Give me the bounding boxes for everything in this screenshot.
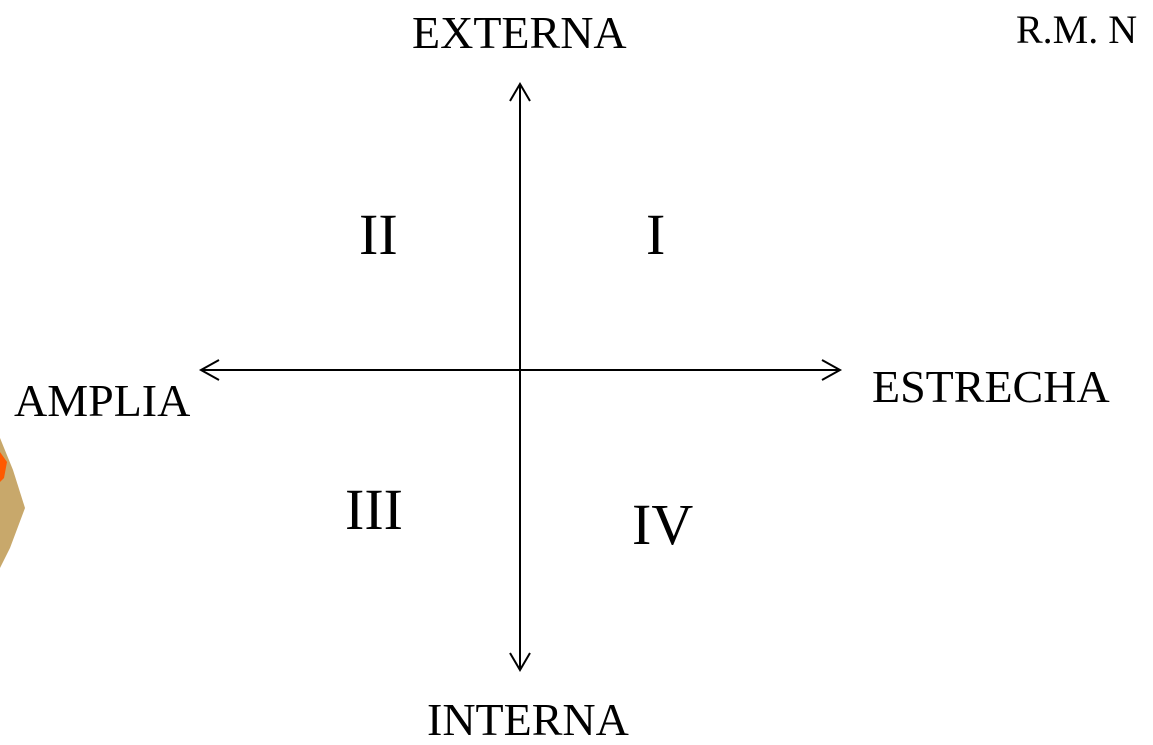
down-arrowhead bbox=[509, 652, 531, 672]
quadrant-label-iv: IV bbox=[632, 492, 694, 557]
author-label: R.M. N bbox=[1016, 7, 1138, 52]
right-arrowhead bbox=[821, 359, 843, 381]
quadrant-label-ii: II bbox=[359, 202, 398, 267]
axis-label-estrecha: ESTRECHA bbox=[872, 361, 1110, 412]
axis-label-interna: INTERNA bbox=[427, 694, 629, 745]
up-arrowhead bbox=[509, 82, 531, 102]
left-arrowhead bbox=[198, 359, 220, 381]
decorative-shape bbox=[0, 438, 25, 568]
axis-label-amplia: AMPLIA bbox=[14, 375, 191, 426]
quadrant-label-iii: III bbox=[345, 477, 403, 542]
quadrant-label-i: I bbox=[646, 202, 666, 267]
axis-label-externa: EXTERNA bbox=[412, 7, 627, 58]
